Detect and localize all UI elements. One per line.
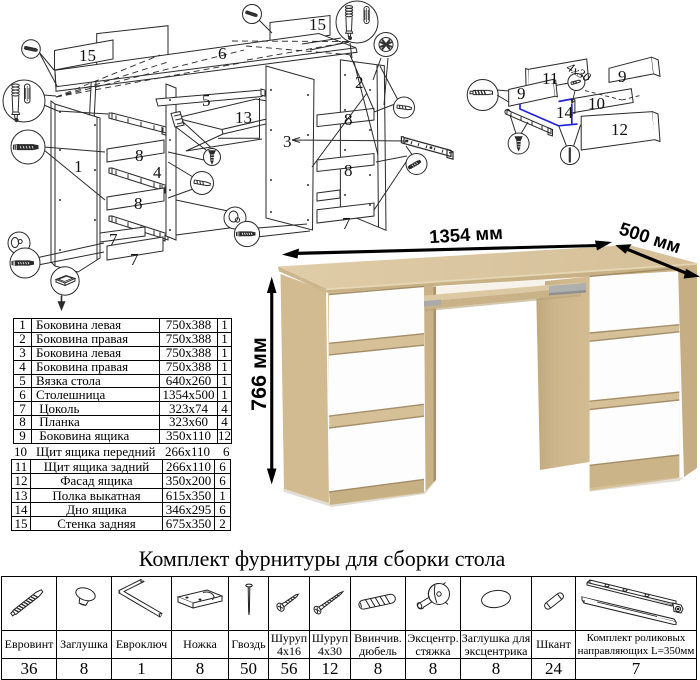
svg-text:10: 10	[588, 94, 605, 113]
svg-text:12: 12	[611, 120, 628, 139]
svg-text:4: 4	[153, 163, 162, 182]
svg-text:1354 мм: 1354 мм	[429, 222, 504, 247]
svg-text:2: 2	[355, 73, 364, 92]
svg-text:8: 8	[344, 161, 353, 180]
svg-text:9: 9	[618, 67, 627, 86]
svg-text:13: 13	[235, 108, 252, 127]
svg-text:8: 8	[134, 194, 143, 213]
svg-text:6: 6	[218, 44, 227, 63]
svg-text:7: 7	[109, 230, 118, 249]
svg-text:766 мм: 766 мм	[247, 337, 271, 411]
svg-text:7: 7	[342, 214, 351, 233]
svg-text:7: 7	[130, 250, 139, 269]
svg-text:14: 14	[556, 103, 574, 122]
svg-text:5: 5	[202, 91, 211, 110]
svg-text:15: 15	[79, 46, 96, 65]
svg-text:11: 11	[542, 69, 558, 88]
svg-text:15: 15	[309, 15, 326, 34]
svg-text:8: 8	[344, 110, 353, 129]
svg-text:3: 3	[283, 132, 292, 151]
svg-text:8: 8	[135, 146, 144, 165]
svg-text:9: 9	[517, 84, 526, 103]
svg-text:1: 1	[74, 157, 83, 176]
